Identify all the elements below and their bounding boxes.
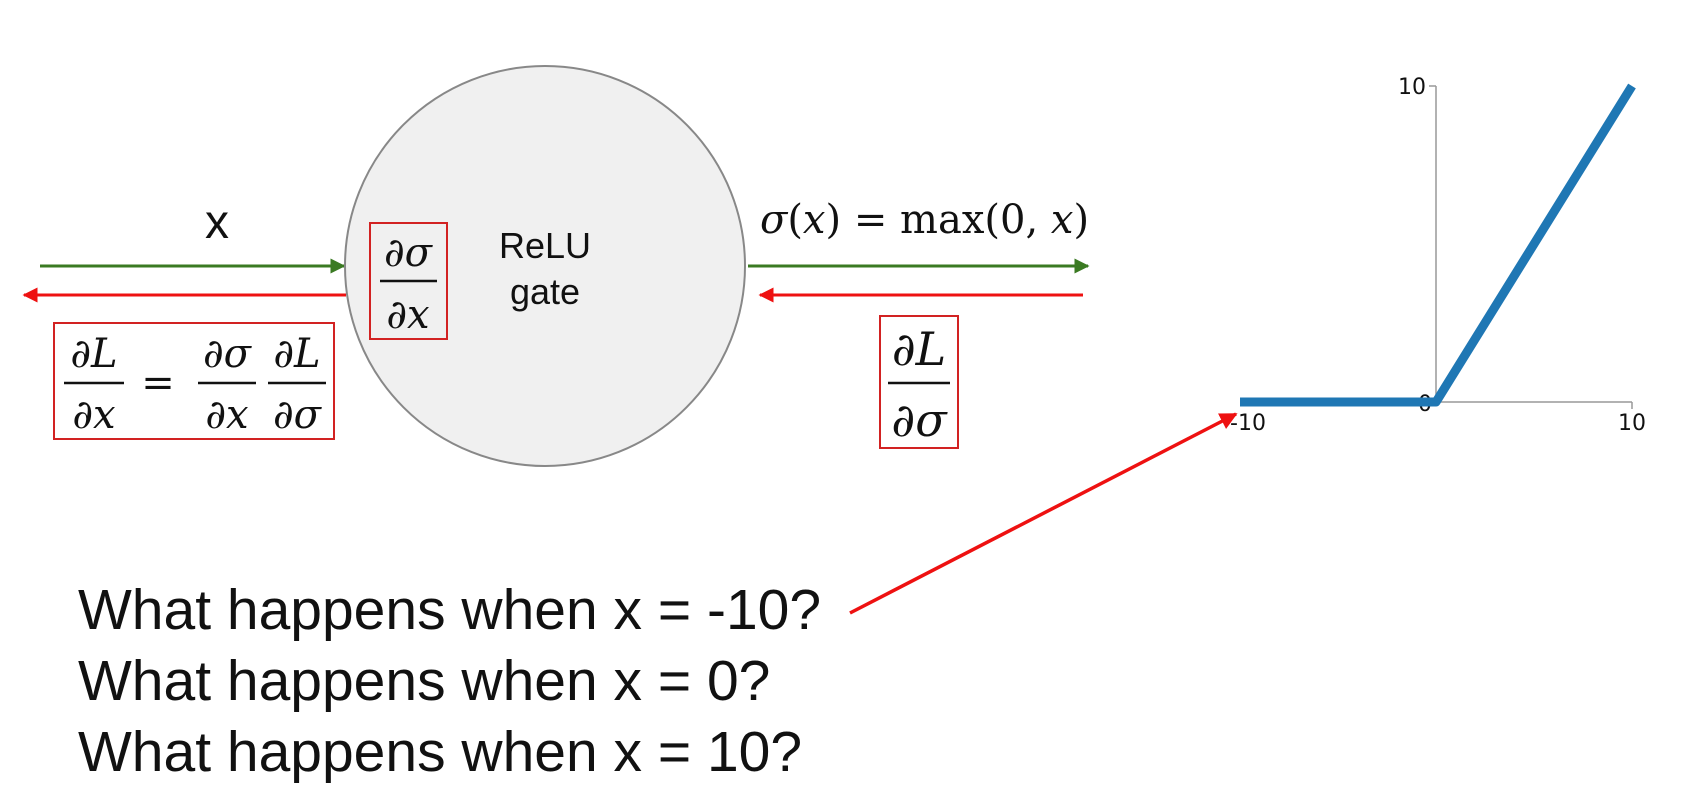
formula-x: x	[803, 197, 826, 243]
formula-space	[887, 197, 900, 243]
formula-sigma: σ	[760, 197, 789, 243]
question-x-minus-10: What happens when x = -10?	[78, 578, 822, 642]
local-gradient-denominator: ∂x	[386, 292, 429, 338]
formula-args-a: (0,	[984, 197, 1050, 243]
output-formula: σ(x) = max(0, x)	[760, 197, 1089, 243]
local-gradient-box: ∂σ ∂x	[369, 222, 448, 340]
question-x-10: What happens when x = 10?	[78, 720, 803, 784]
question-x-0: What happens when x = 0?	[78, 649, 771, 713]
formula-args-c: )	[1073, 197, 1089, 243]
chart-relu-series-line	[1240, 83, 1636, 407]
gate-label-line1: ReLU	[499, 225, 591, 266]
formula-paren-close: )	[825, 197, 853, 243]
question-pointer-arrow	[849, 412, 1238, 615]
chart-y-tick-label-top: 10	[1398, 75, 1426, 100]
downstream-lhs-numerator: ∂L	[70, 331, 117, 377]
upstream-gradient-numerator: ∂L	[892, 322, 946, 376]
gate-label-line2: gate	[510, 271, 580, 312]
downstream-factor1-numerator: ∂σ	[203, 331, 253, 377]
downstream-factor2-numerator: ∂L	[273, 331, 320, 377]
formula-paren-open: (	[787, 197, 803, 243]
downstream-gradient-box: ∂L ∂x = ∂σ ∂x ∂L ∂σ	[53, 322, 335, 440]
upstream-gradient-denominator: ∂σ	[891, 393, 948, 447]
downstream-equals: =	[141, 360, 175, 406]
relu-chart: 10 10 -10 0	[1230, 75, 1646, 436]
input-label: x	[205, 196, 229, 249]
formula-args-b: x	[1051, 197, 1074, 243]
relu-gate-circle	[344, 65, 746, 467]
formula-equals: =	[854, 197, 888, 243]
formula-max: max	[900, 197, 985, 243]
downstream-lhs-denominator: ∂x	[72, 392, 115, 438]
chart-x-tick-label-right: 10	[1618, 411, 1646, 436]
downstream-factor1-denominator: ∂x	[205, 392, 248, 438]
downstream-factor2-denominator: ∂σ	[273, 392, 323, 438]
upstream-gradient-box: ∂L ∂σ	[879, 315, 959, 449]
local-gradient-numerator: ∂σ	[384, 230, 434, 276]
